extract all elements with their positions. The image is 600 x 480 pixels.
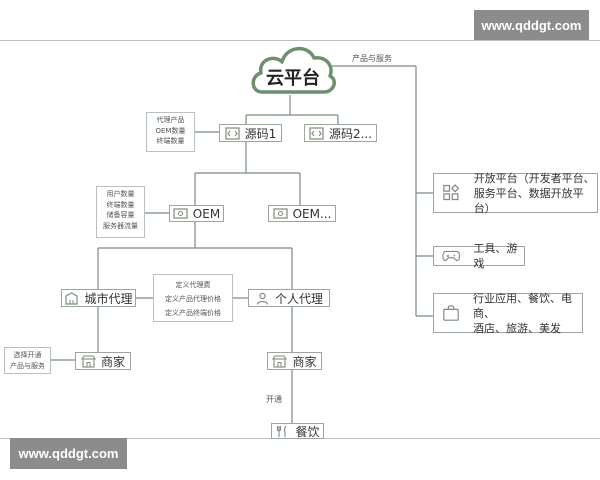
grid-apps-icon (443, 184, 460, 201)
city-agent-node[interactable]: 城市代理 (61, 289, 136, 307)
oem1-node[interactable]: OEM (169, 205, 224, 222)
source2-node[interactable]: 源码2... (304, 124, 377, 142)
products-services-label: 产品与服务 (352, 54, 392, 63)
top-border-line (0, 40, 600, 41)
merchant-right-label: 商家 (292, 354, 317, 369)
person-icon (256, 292, 269, 305)
open-platform-node[interactable]: 开放平台（开发者平台、 服务平台、数据开放平台） (433, 171, 598, 215)
personal-agent-node[interactable]: 个人代理 (248, 289, 330, 307)
open-platform-text: 开放平台（开发者平台、 服务平台、数据开放平台） (473, 171, 595, 215)
oem2-label: OEM... (292, 206, 332, 221)
oem2-node[interactable]: OEM... (268, 205, 336, 222)
source1-node[interactable]: 源码1 (219, 124, 282, 142)
shop-icon (80, 354, 96, 368)
code-icon (225, 126, 240, 140)
watermark-bottom: www.qddgt.com (10, 438, 127, 469)
oem-note: 用户数量终端数量储备容量服务器流量 (96, 186, 145, 238)
industry-apps-node[interactable]: 行业应用、餐饮、电商、 酒店、旅游、美发 (433, 291, 583, 335)
merchant-left-label: 商家 (100, 354, 125, 369)
catering-node[interactable]: 餐饮 (271, 423, 324, 439)
pricing-note: 定义代理费定义产品代理价格定义产品终端价格 (153, 274, 233, 322)
open-label: 开通 (266, 395, 282, 404)
box-icon (173, 208, 188, 219)
building-icon (65, 291, 79, 305)
merchant-left-node[interactable]: 商家 (75, 352, 131, 370)
watermark-top: www.qddgt.com (474, 10, 589, 40)
merchant-note: 选择开通产品与服务 (4, 347, 51, 374)
city-agent-label: 城市代理 (84, 291, 133, 306)
tools-games-text: 工具、游戏 (473, 242, 518, 270)
gamepad-icon (442, 250, 461, 262)
shop-icon (272, 354, 288, 368)
source2-label: 源码2... (328, 126, 373, 141)
source1-label: 源码1 (244, 126, 277, 141)
cloud-icon (251, 47, 336, 94)
oem1-label: OEM (192, 206, 221, 221)
merchant-right-node[interactable]: 商家 (267, 352, 322, 370)
industry-apps-text: 行业应用、餐饮、电商、 酒店、旅游、美发 (473, 291, 573, 335)
bag-icon (443, 305, 459, 321)
cloud-platform-node[interactable]: 云平台 (248, 36, 338, 98)
tools-games-node[interactable]: 工具、游戏 (433, 242, 525, 270)
personal-agent-label: 个人代理 (274, 291, 323, 306)
utensils-icon (277, 425, 287, 437)
code-icon (309, 126, 324, 140)
catering-label: 餐饮 (295, 424, 320, 439)
cloud-label: 云平台 (266, 68, 320, 89)
box-icon (272, 208, 288, 219)
